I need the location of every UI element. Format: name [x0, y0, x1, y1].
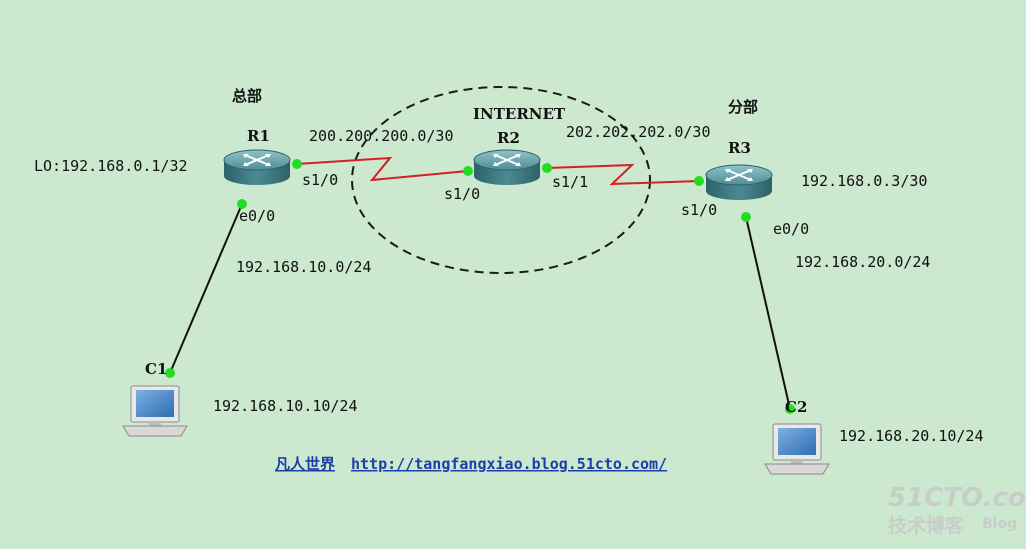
port-r2-s11	[542, 163, 552, 173]
r2-r3-network: 202.202.202.0/30	[566, 123, 711, 141]
port-r1-s10	[292, 159, 302, 169]
router-r2-name: R2	[497, 129, 520, 147]
port-r1-e00	[237, 199, 247, 209]
r1-loopback: LO:192.168.0.1/32	[34, 157, 188, 175]
pc-c1[interactable]	[122, 385, 188, 437]
pc-c2-name: C2	[785, 398, 807, 416]
watermark-blog: Blog	[982, 516, 1017, 532]
r1-r2-network: 200.200.200.0/30	[309, 127, 454, 145]
hq-label: 总部	[232, 87, 262, 105]
router-r3[interactable]	[705, 164, 773, 201]
router-r2[interactable]	[473, 149, 541, 186]
serial-link-r1-r2	[296, 156, 469, 182]
r3-e00-label: e0/0	[773, 220, 809, 238]
port-r3-e00	[741, 212, 751, 222]
router-r3-name: R3	[728, 139, 751, 157]
pc-c1-ip: 192.168.10.10/24	[213, 397, 358, 415]
port-r3-s10	[694, 176, 704, 186]
lan2-network: 192.168.20.0/24	[795, 253, 930, 271]
author-url[interactable]: http://tangfangxiao.blog.51cto.com/	[351, 455, 667, 473]
watermark-sub: 技术博客	[888, 514, 965, 537]
author-link[interactable]: 凡人世界 http://tangfangxiao.blog.51cto.com/	[275, 455, 667, 473]
lan1-network: 192.168.10.0/24	[236, 258, 371, 276]
pc-c2-ip: 192.168.20.10/24	[839, 427, 984, 445]
watermark-51cto-logo: 51CTO.com 技术博客 Blog	[888, 483, 1026, 537]
author-name[interactable]: 凡人世界	[275, 455, 335, 473]
branch-label: 分部	[728, 98, 758, 116]
ethernet-link-r1-c1	[169, 203, 243, 374]
port-c1	[165, 368, 175, 378]
r2-s10-label: s1/0	[444, 185, 480, 203]
r3-s10-label: s1/0	[681, 201, 717, 219]
r1-e00-label: e0/0	[239, 207, 275, 225]
r3-loopback: 192.168.0.3/30	[801, 172, 927, 190]
router-r1-name: R1	[247, 127, 270, 145]
port-c2	[785, 404, 795, 414]
pc-c2[interactable]	[764, 423, 830, 475]
pc-c1-name: C1	[145, 360, 167, 378]
port-r2-s10	[463, 166, 473, 176]
router-r1[interactable]	[223, 149, 291, 186]
port-dots	[165, 159, 795, 414]
ethernet-link-r3-c2	[745, 216, 791, 410]
r2-s11-label: s1/1	[552, 173, 588, 191]
watermark-brand: 51CTO.com	[888, 483, 1026, 513]
serial-link-r2-r3	[546, 163, 700, 186]
r1-s10-label: s1/0	[302, 171, 338, 189]
internet-label: INTERNET	[473, 105, 566, 123]
internet-boundary	[351, 86, 651, 274]
